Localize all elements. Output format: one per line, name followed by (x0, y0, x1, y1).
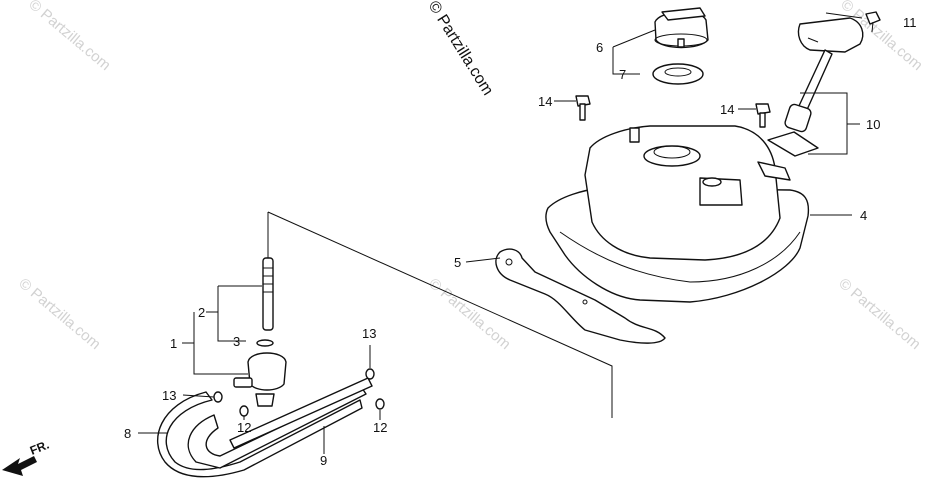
clip-12-right (375, 398, 385, 410)
callout-8: 8 (124, 426, 131, 441)
fuel-tank (545, 125, 810, 303)
watermark-center: © Partzilla.com (425, 275, 513, 353)
callout-5: 5 (454, 255, 461, 270)
fuel-sender-unit (767, 17, 864, 157)
callout-11: 11 (903, 15, 917, 30)
fuel-cap (654, 7, 709, 49)
tank-bracket (495, 248, 666, 344)
clip-12-left (239, 405, 249, 417)
callout-14-right: 14 (720, 102, 734, 117)
leader-lines (138, 12, 863, 454)
callout-3: 3 (233, 334, 240, 349)
clip-13-left (213, 391, 223, 403)
callout-12-right: 12 (373, 420, 387, 435)
front-label: FR. (28, 438, 51, 458)
callout-10: 10 (866, 117, 880, 132)
watermark-bottom-right: © Partzilla.com (835, 275, 923, 353)
watermark-top-left: © Partzilla.com (25, 0, 113, 74)
clip-13-right (365, 368, 375, 380)
callout-14-left: 14 (538, 94, 552, 109)
callout-13-right: 13 (362, 326, 376, 341)
callout-9: 9 (320, 453, 327, 468)
bolt-11 (865, 11, 881, 33)
bolt-14-right (755, 103, 771, 128)
callout-2: 2 (198, 305, 205, 320)
fuel-tube-9 (187, 377, 373, 469)
callout-12-left: 12 (237, 420, 251, 435)
fuel-cap-seal (652, 63, 704, 85)
bolt-14-left (575, 95, 591, 121)
callout-7: 7 (619, 67, 626, 82)
assembly-line (267, 211, 613, 418)
front-arrow-icon (2, 456, 37, 476)
copyright-credit: © Partzilla.com (425, 0, 497, 99)
callout-numbers: 6 7 11 14 14 10 4 5 2 1 3 13 8 12 9 13 1… (124, 15, 917, 468)
callout-6: 6 (596, 40, 603, 55)
front-direction-marker: FR. (2, 438, 51, 476)
fuel-cock-assembly (233, 257, 287, 407)
callout-4: 4 (860, 208, 867, 223)
callout-13-left: 13 (162, 388, 176, 403)
callout-1: 1 (170, 336, 177, 351)
watermark-bottom-left: © Partzilla.com (15, 275, 103, 353)
